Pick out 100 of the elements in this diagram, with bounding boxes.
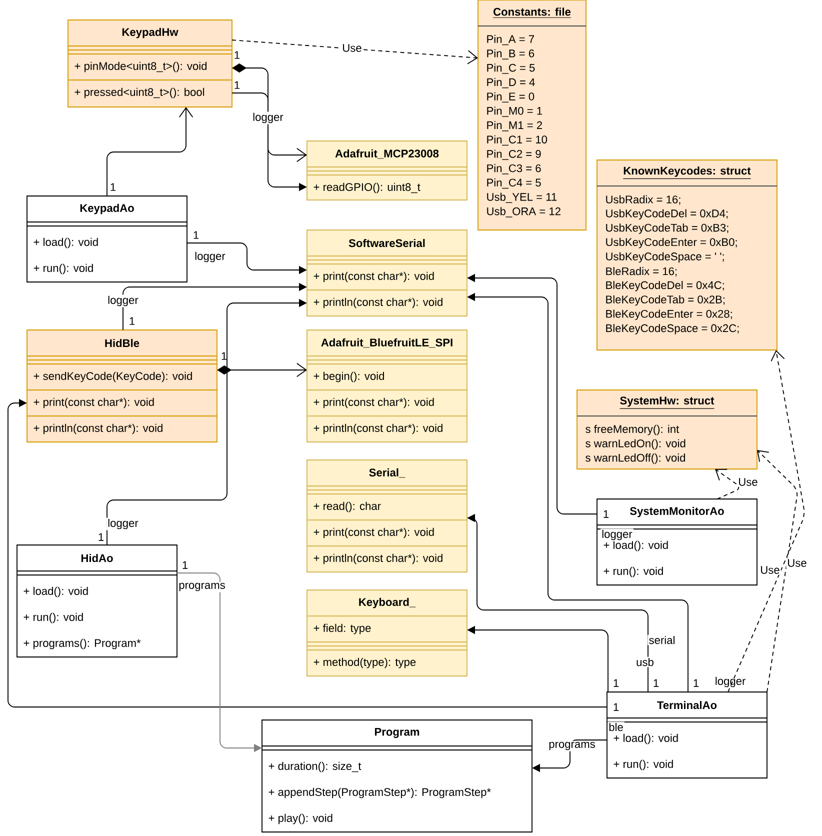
member-text: UsbRadix = 16; <box>606 195 680 205</box>
member-text: Pin_B = 6 <box>487 49 534 60</box>
class-name: Constants: file <box>492 8 572 18</box>
member-text: Pin_C4 = 5 <box>487 178 541 189</box>
member-text: BleKeyCodeDel = 0x4C; <box>606 280 724 292</box>
class-name: Adafruit_BluefruitLE_SPI <box>321 338 452 348</box>
class-name: KnownKeycodes: struct <box>622 166 752 179</box>
class-name: Keyboard_ <box>359 598 416 608</box>
member-text: + println(const char*): void <box>34 424 162 434</box>
class-box <box>306 590 468 676</box>
member-text: BleKeyCodeEnter = 0x28; <box>606 310 732 320</box>
role-label: logger <box>716 676 746 688</box>
multiplicity-label: 1 <box>654 679 659 687</box>
class-box <box>26 330 218 442</box>
multiplicity-label: 1 <box>234 81 240 89</box>
multiplicity-label: 1 <box>614 703 619 711</box>
class-box <box>306 140 468 200</box>
connector <box>217 362 307 378</box>
member-text: + load(): void <box>614 734 678 744</box>
multiplicity-label: 1 <box>234 51 240 59</box>
class-box <box>306 460 468 572</box>
class-name: TerminalAo <box>657 700 717 710</box>
connector <box>232 63 307 162</box>
connector <box>232 40 478 64</box>
multiplicity-label: 1 <box>614 679 619 687</box>
member-text: + readGPIO(): uint8_t <box>314 182 420 194</box>
multiplicity-label: 1 <box>194 231 199 239</box>
connector <box>715 468 740 500</box>
edge-label: ble <box>608 722 624 732</box>
edge-label: serial <box>648 634 676 646</box>
class-name: SystemMonitorAo <box>630 506 724 518</box>
class-name: SystemHw: struct <box>619 396 715 409</box>
member-text: + println(const char*): void <box>314 424 442 434</box>
class-name: HidAo <box>81 554 113 562</box>
class-name: KeypadHw <box>122 28 178 38</box>
member-text: + read(): char <box>314 502 381 512</box>
member-text: + sendKeyCode(KeyCode): void <box>34 372 192 382</box>
edge-label: Use <box>786 558 808 568</box>
class-box <box>576 390 758 470</box>
member-text: Pin_C1 = 10 <box>487 135 548 146</box>
edge-label: programs <box>178 582 226 592</box>
member-text: + load(): void <box>34 238 98 248</box>
class-box <box>596 160 778 350</box>
class-box <box>262 720 532 832</box>
member-text: + print(const char*): void <box>34 398 154 408</box>
edge-label: logger <box>194 250 226 264</box>
member-text: + load(): void <box>24 586 88 598</box>
member-text: + duration(): size_t <box>268 762 362 772</box>
member-text: Pin_M0 = 1 <box>487 106 542 117</box>
member-text: + println(const char*): void <box>314 554 442 564</box>
member-text: s freeMemory(): int <box>586 424 680 436</box>
class-name: Serial_ <box>369 468 406 478</box>
member-text: + run(): void <box>34 264 93 274</box>
class-box <box>16 544 178 658</box>
member-text: s warnLedOn(): void <box>586 439 686 450</box>
member-text: + field: type <box>314 624 371 634</box>
edge-label: Use <box>759 565 781 575</box>
edge-label: Use <box>341 43 363 53</box>
member-text: + run(): void <box>614 760 673 770</box>
member-text: BleKeyCodeTab = 0x2B; <box>606 295 725 306</box>
class-box <box>26 196 188 282</box>
multiplicity-label: 1 <box>130 317 135 325</box>
member-text: Usb_YEL = 11 <box>487 192 557 203</box>
member-text: Usb_ORA = 12 <box>487 207 560 218</box>
class-name: KeypadAo <box>80 204 134 214</box>
edge-label: usb <box>635 656 655 668</box>
member-text: UsbKeyCodeEnter = 0xB0; <box>606 238 737 248</box>
connector <box>757 450 798 692</box>
member-text: UsbKeyCodeSpace = ' '; <box>606 252 724 263</box>
member-text: + run(): void <box>24 612 83 624</box>
member-text: Pin_M1 = 2 <box>487 121 542 132</box>
multiplicity-label: 1 <box>222 352 227 360</box>
member-text: + begin(): void <box>314 372 384 382</box>
class-box <box>596 498 758 586</box>
member-text: Pin_C2 = 9 <box>487 150 541 160</box>
member-text: Pin_C3 = 6 <box>487 164 541 174</box>
member-text: + pinMode<uint8_t>(): void <box>74 62 207 72</box>
member-text: Pin_C = 5 <box>487 64 535 74</box>
multiplicity-label: 1 <box>694 679 699 687</box>
class-box <box>306 230 468 316</box>
multiplicity-label: 1 <box>604 510 609 518</box>
class-name: Program <box>374 728 420 738</box>
member-text: + load(): void <box>604 540 668 552</box>
member-text: + appendStep(ProgramStep*): ProgramStep* <box>268 788 491 798</box>
edge-label: logger <box>106 518 140 530</box>
member-text: + pressed<uint8_t>(): bool <box>74 88 204 98</box>
multiplicity-label: 1 <box>110 183 116 191</box>
class-name: SoftwareSerial <box>348 238 425 248</box>
edge-label: programs <box>548 740 596 752</box>
connector <box>106 107 194 196</box>
edge-label: logger <box>600 528 634 542</box>
class-name: HidBle <box>105 338 140 348</box>
member-text: s warnLedOff(): void <box>586 454 685 464</box>
member-text: + print(const char*): void <box>314 272 434 282</box>
member-text: UsbKeyCodeTab = 0xB3; <box>606 224 728 234</box>
member-text: + print(const char*): void <box>314 528 434 538</box>
class-box <box>606 692 768 778</box>
member-text: + run(): void <box>604 566 663 578</box>
member-text: Pin_A = 7 <box>487 34 534 46</box>
member-text: UsbKeyCodeDel = 0xD4; <box>606 209 728 220</box>
